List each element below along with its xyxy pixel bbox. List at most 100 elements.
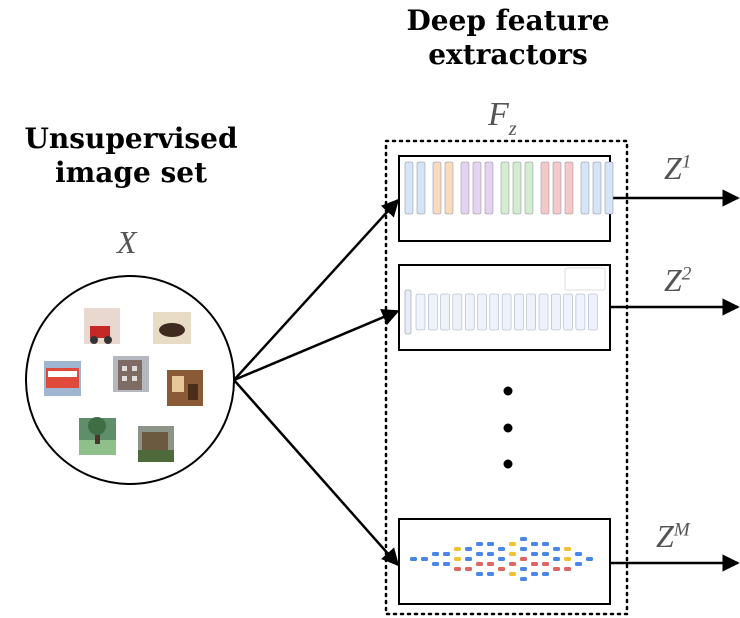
network-layer-block xyxy=(404,289,412,335)
network-layer-block xyxy=(538,293,549,331)
network-layer-block xyxy=(498,557,505,561)
network-layer-block xyxy=(460,161,470,215)
network-layer-block xyxy=(552,161,562,215)
extractor-network-m xyxy=(398,518,611,605)
z2-label: Z2 xyxy=(664,262,692,298)
network-layer-block xyxy=(489,293,500,331)
network-layer-block xyxy=(487,542,494,546)
network-layer-block xyxy=(564,267,606,291)
network-layer-block xyxy=(500,161,510,215)
network-layer-block xyxy=(444,161,454,215)
network-layer-block xyxy=(432,562,439,566)
imageset-heading-line1: Unsupervised xyxy=(24,122,238,155)
image-thumbnail xyxy=(153,312,191,344)
network-layer-block xyxy=(415,293,426,331)
network-layer-block xyxy=(477,293,487,331)
network-layer-block xyxy=(476,562,483,566)
network-layer-block xyxy=(587,293,598,331)
network-layer-block xyxy=(487,552,494,556)
network-layer-block xyxy=(520,537,527,541)
ellipsis-dot xyxy=(503,386,513,396)
network-layer-block xyxy=(509,552,516,556)
network-layer-block xyxy=(542,562,549,566)
deep-feature-extractors-heading: Deep feature extractors xyxy=(380,4,636,72)
ellipsis-dot xyxy=(503,423,513,433)
network-layer-block xyxy=(551,293,561,331)
network-layer-block xyxy=(564,557,571,561)
image-thumbnail xyxy=(138,426,174,462)
network-layer-block xyxy=(575,562,582,566)
network-layer-block xyxy=(443,552,450,556)
network-layer-block xyxy=(501,293,512,331)
network-layer-block xyxy=(465,557,472,561)
network-layer-block xyxy=(487,562,494,566)
network-layer-block xyxy=(498,547,505,551)
network-layer-block xyxy=(404,161,414,215)
network-layer-block xyxy=(428,293,438,331)
network-layer-block xyxy=(553,567,560,571)
network-layer-block xyxy=(454,547,461,551)
network-layer-block xyxy=(531,542,538,546)
network-layer-block xyxy=(553,557,560,561)
extractors-heading-line2: extractors xyxy=(428,38,588,71)
network-layer-block xyxy=(580,161,590,215)
image-thumbnail xyxy=(84,308,120,344)
network-layer-block xyxy=(604,161,614,215)
extractors-dotted-box xyxy=(384,139,629,616)
network-layer-block xyxy=(452,293,463,331)
zm-label: ZM xyxy=(656,518,690,554)
network-layer-block xyxy=(531,552,538,556)
network-layer-block xyxy=(586,557,593,561)
network-layer-block xyxy=(421,557,428,561)
arrow-to-extractor-1 xyxy=(233,198,400,381)
network-layer-block xyxy=(443,562,450,566)
network-layer-block xyxy=(564,161,574,215)
network-layer-block xyxy=(487,572,494,576)
network-layer-block xyxy=(592,161,602,215)
network-layer-block xyxy=(476,552,483,556)
x-label: X xyxy=(117,224,137,260)
fz-label: Fz xyxy=(488,96,517,140)
network-layer-block xyxy=(575,552,582,556)
network-layer-block xyxy=(520,547,527,551)
arrow-to-extractor-m xyxy=(233,379,400,567)
arrow-to-extractor-2 xyxy=(233,309,400,382)
network-layer-block xyxy=(520,567,527,571)
network-layer-block xyxy=(465,547,472,551)
network-layer-block xyxy=(454,557,461,561)
network-layer-block xyxy=(520,577,527,581)
network-layer-block xyxy=(542,542,549,546)
network-layer-block xyxy=(509,562,516,566)
z1-label: Z1 xyxy=(664,150,692,186)
network-layer-block xyxy=(531,562,538,566)
network-layer-block xyxy=(476,572,483,576)
network-layer-block xyxy=(484,161,494,215)
network-layer-block xyxy=(514,293,524,331)
image-thumbnail xyxy=(44,361,81,396)
network-layer-block xyxy=(564,567,571,571)
network-layer-block xyxy=(540,161,550,215)
extractors-heading-line1: Deep feature xyxy=(406,4,610,37)
network-layer-block xyxy=(509,542,516,546)
network-layer-block xyxy=(416,161,426,215)
network-layer-block xyxy=(553,547,560,551)
network-layer-block xyxy=(526,293,536,331)
network-layer-block xyxy=(498,567,505,571)
extractor-network-2 xyxy=(398,264,611,351)
network-layer-block xyxy=(542,552,549,556)
image-thumbnail xyxy=(113,356,149,392)
network-layer-block xyxy=(432,161,442,215)
network-layer-block xyxy=(432,552,439,556)
image-thumbnail xyxy=(79,417,116,455)
network-layer-block xyxy=(472,161,482,215)
ellipsis-dot xyxy=(503,459,513,469)
network-layer-block xyxy=(476,542,483,546)
network-layer-block xyxy=(509,572,516,576)
network-layer-block xyxy=(520,557,527,561)
imageset-heading-line2: image set xyxy=(54,156,208,189)
extractor-network-1 xyxy=(398,155,614,242)
network-layer-block xyxy=(575,293,586,331)
network-layer-block xyxy=(542,572,549,576)
image-thumbnail xyxy=(167,370,203,406)
